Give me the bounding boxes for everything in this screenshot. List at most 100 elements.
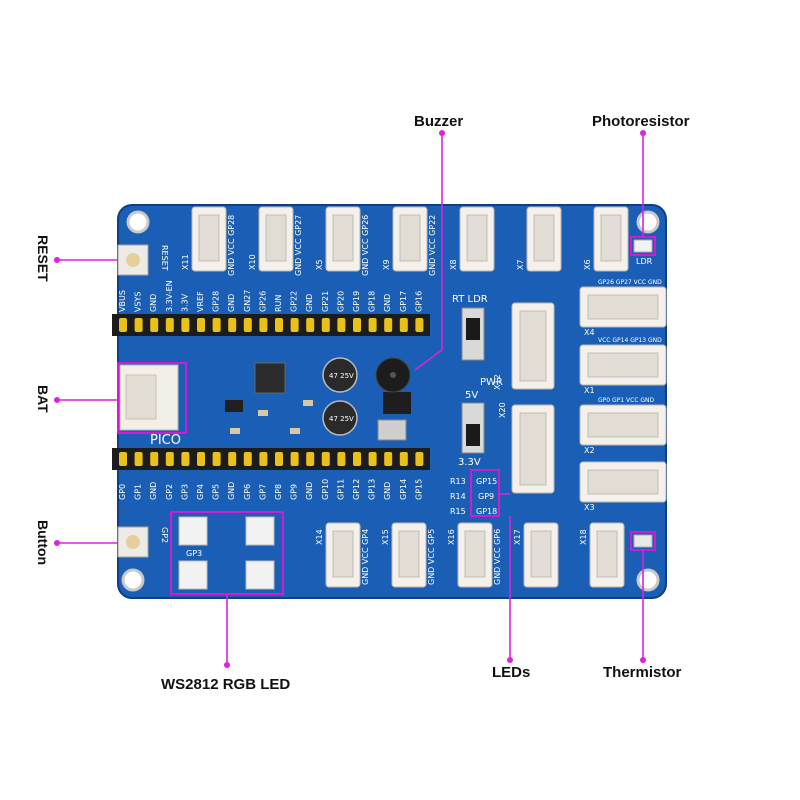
resistor-label: R15 bbox=[450, 507, 466, 516]
connector-label: X14 bbox=[315, 529, 324, 545]
connector-slot bbox=[600, 214, 622, 262]
header-pin bbox=[290, 318, 299, 332]
user-button[interactable]: GP2 bbox=[117, 526, 169, 558]
connector-label: X9 bbox=[382, 259, 391, 270]
electrolytic-capacitor bbox=[322, 357, 358, 393]
mounting-hole bbox=[636, 210, 660, 234]
rt-ldr-switch[interactable]: RT LDR bbox=[452, 294, 488, 361]
header-pin bbox=[228, 318, 237, 332]
mid-connector-label: X20 bbox=[498, 402, 507, 418]
callout-ws2812: WS2812 RGB LED bbox=[161, 676, 290, 693]
pin-label: GND bbox=[149, 294, 158, 312]
connector-label: X1 bbox=[584, 386, 595, 395]
connector-pin-label: GND VCC GP28 bbox=[227, 215, 236, 276]
pin-label: GP5 bbox=[212, 484, 221, 500]
header-pin bbox=[259, 318, 268, 332]
connector-slot bbox=[399, 214, 421, 262]
pin-label: VSYS bbox=[134, 291, 143, 312]
reset-button[interactable]: RESET bbox=[117, 244, 169, 276]
pin-label: GP11 bbox=[336, 479, 345, 500]
mid-connector-x12: X12 bbox=[493, 302, 555, 390]
connector-label: X3 bbox=[584, 503, 595, 512]
header-pin bbox=[306, 452, 315, 466]
header-pin bbox=[181, 452, 190, 466]
connector-pin-label: GND VCC GP5 bbox=[427, 529, 436, 585]
capacitor-value: 47 25V bbox=[329, 372, 354, 380]
pin-label: GP10 bbox=[321, 479, 330, 500]
pin-label: GP7 bbox=[258, 484, 267, 500]
connector-label: X2 bbox=[584, 446, 595, 455]
connector-label: X4 bbox=[584, 328, 595, 337]
3v3-label: 3.3V bbox=[458, 457, 481, 468]
pin-label: GP28 bbox=[212, 291, 221, 312]
pin-label: GND bbox=[227, 294, 236, 312]
ldr-label: LDR bbox=[636, 257, 653, 266]
header-pin bbox=[197, 452, 205, 466]
connector-slot bbox=[587, 412, 659, 438]
pin-label: GND bbox=[305, 482, 314, 500]
inductor bbox=[254, 362, 286, 394]
pin-label: GND bbox=[305, 294, 314, 312]
pin-label: GP18 bbox=[368, 291, 377, 312]
connector-pin-label: GND VCC GP22 bbox=[428, 215, 437, 276]
connector-slot bbox=[530, 530, 552, 578]
pin-label: GP20 bbox=[336, 291, 345, 312]
callout-thermistor: Thermistor bbox=[603, 664, 682, 681]
pin-label: GP22 bbox=[290, 291, 299, 312]
pin-label: GP14 bbox=[399, 479, 408, 500]
connector-slot bbox=[464, 530, 486, 578]
header-pin bbox=[306, 318, 315, 332]
connector-pin-label: VCC GP14 GP13 GND bbox=[598, 337, 662, 344]
header-pin bbox=[134, 452, 143, 466]
header-pin bbox=[384, 452, 393, 466]
callout-buzzer: Buzzer bbox=[414, 113, 463, 130]
header-pin bbox=[353, 452, 361, 466]
5v-label: 5V bbox=[465, 390, 478, 401]
buzzer bbox=[375, 357, 411, 393]
connector-slot bbox=[398, 530, 420, 578]
header-pin bbox=[119, 452, 127, 466]
bottom-pin-header bbox=[112, 448, 430, 470]
header-pin bbox=[384, 318, 393, 332]
pin-label: VREF bbox=[196, 291, 205, 312]
connector-label: X8 bbox=[449, 259, 458, 270]
header-pin bbox=[368, 318, 377, 332]
pin-label: GP2 bbox=[165, 484, 174, 500]
voltage-select-switch[interactable]: 5V 3.3V bbox=[458, 390, 485, 468]
led-label: GP9 bbox=[478, 492, 494, 501]
connector-slot bbox=[587, 352, 659, 378]
pin-label: VBUS bbox=[118, 290, 127, 312]
bat-highlight-box bbox=[117, 362, 187, 434]
connector-label: X6 bbox=[583, 259, 592, 270]
pin-label: 3.3V bbox=[180, 293, 189, 312]
connector-slot bbox=[587, 469, 659, 495]
top-pin-header bbox=[112, 314, 430, 336]
header-pin bbox=[275, 452, 283, 466]
mid-connector-label: X12 bbox=[493, 374, 502, 390]
connector-label: X7 bbox=[516, 259, 525, 270]
header-pin bbox=[181, 318, 190, 332]
connector-label: X11 bbox=[181, 254, 190, 270]
pin-label: 3.3V-EN bbox=[165, 280, 174, 312]
led-label: GP18 bbox=[476, 507, 497, 516]
connector-label: X16 bbox=[447, 529, 456, 545]
header-pin bbox=[321, 318, 330, 332]
connector-slot bbox=[533, 214, 555, 262]
resistor-label: R14 bbox=[450, 492, 466, 501]
connector-label: X5 bbox=[315, 259, 324, 270]
pico-label: PICO bbox=[150, 433, 181, 448]
header-pin bbox=[134, 318, 143, 332]
ic-chip bbox=[225, 400, 243, 412]
header-pin bbox=[212, 452, 221, 466]
connector-slot bbox=[198, 214, 220, 262]
header-pin bbox=[337, 318, 346, 332]
smd-part bbox=[258, 410, 268, 416]
connector-slot bbox=[466, 214, 488, 262]
reset-silk-label: RESET bbox=[160, 245, 169, 271]
ws2812-leds: GP3 bbox=[178, 516, 275, 590]
connector-pin-label: GND VCC GP26 bbox=[361, 215, 370, 276]
voltage-regulator bbox=[377, 419, 407, 441]
